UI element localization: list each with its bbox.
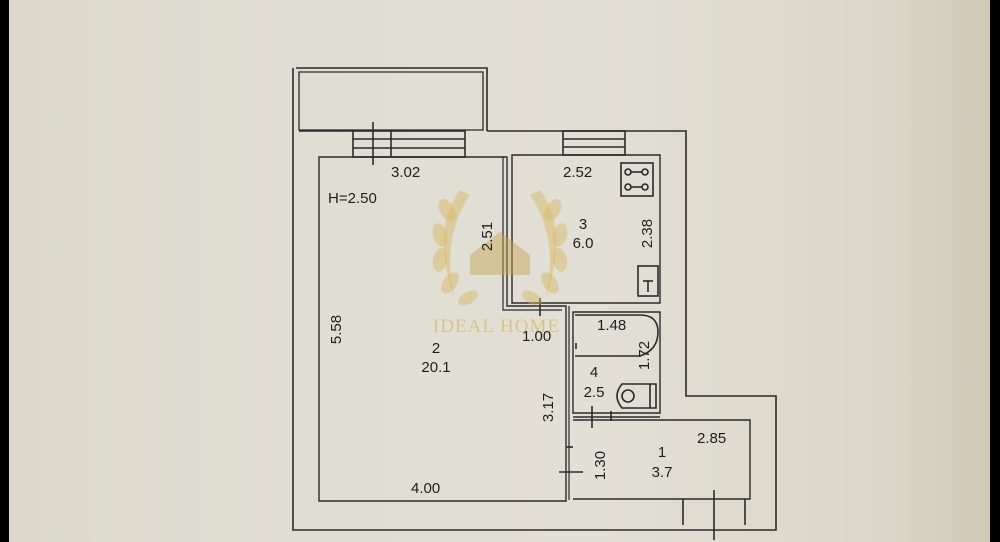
- room-1-area: 3.7: [651, 464, 673, 481]
- dim-room3-length: 2.38: [639, 218, 657, 249]
- bathtub-icon: [575, 314, 659, 357]
- room-4-area: 2.5: [583, 384, 605, 401]
- entrance-door: [682, 490, 746, 540]
- dim-room2-length: 5.58: [328, 314, 346, 345]
- kitchen-window: [562, 130, 626, 156]
- outer-wall: [292, 68, 777, 531]
- dim-room2-width-bottom: 4.00: [411, 480, 441, 497]
- floor-plan-sheet: [9, 0, 990, 542]
- watermark-logo-icon: [432, 190, 568, 306]
- dim-room2-width: 3.02: [391, 164, 421, 181]
- dim-room1-width: 2.85: [697, 430, 727, 447]
- watermark-text: IDEAL HOME: [433, 316, 560, 337]
- dim-room4-width: 1.48: [597, 317, 627, 334]
- ceiling-height-label: H=2.50: [328, 190, 377, 207]
- balcony-inner: [298, 71, 484, 131]
- room-1-outline: [573, 419, 751, 500]
- dim-room2-niche-width: 1.00: [522, 328, 552, 345]
- dim-room2-lower-right: 3.17: [540, 392, 558, 423]
- room-2-niche-wall: [502, 157, 562, 311]
- living-room-window: [352, 122, 466, 165]
- balcony-outline: [296, 67, 488, 131]
- room-3-number: 3: [578, 216, 588, 233]
- room-3-area: 6.0: [572, 235, 594, 252]
- stove-icon: [620, 162, 654, 197]
- sink-icon: [637, 265, 659, 297]
- room-3-outline: [511, 154, 661, 304]
- room-2-area: 20.1: [421, 359, 451, 376]
- room-1-number: 1: [657, 444, 667, 461]
- room-2-number: 2: [431, 340, 441, 357]
- toilet-icon: [616, 383, 657, 409]
- room-4-number: 4: [589, 364, 599, 381]
- dim-room3-width: 2.52: [563, 164, 593, 181]
- dim-room2-niche-depth: 2.51: [479, 221, 497, 252]
- dim-room1-length: 1.30: [592, 450, 610, 481]
- room-4-outline: [572, 311, 661, 414]
- room-2-outline: [318, 156, 567, 502]
- dim-room4-length: 1.72: [636, 340, 654, 371]
